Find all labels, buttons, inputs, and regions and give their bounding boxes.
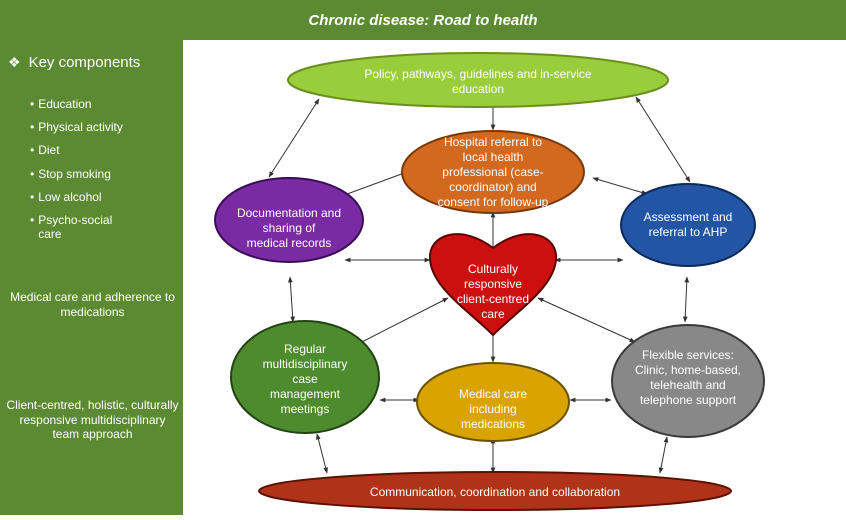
bullet-dot-icon: • [30,143,35,158]
assessment-node: Assessment and referral to AHP [620,183,756,267]
list-item-label: Psycho-social care [38,212,113,241]
flexible-services-ellipse [611,324,765,438]
heart-line-2: responsive [464,277,522,291]
hospital-line-3: professional (case- [442,165,543,179]
regular-meetings-node: Regular multidisciplinary case managemen… [230,320,380,434]
assessment-ellipse [620,183,756,267]
heart-line-3: client-centred [457,292,529,306]
policy-line-2: education [452,82,504,96]
hospital-node: Hospital referral to local health profes… [401,130,585,214]
regular-line-4: management [270,387,341,401]
hospital-line-2: local health [463,150,524,164]
connector-assessment-flexible [682,276,690,323]
hospital-line-1: Hospital referral to [444,135,542,149]
flexible-line-3: telehealth and [650,378,725,392]
connector-heart-flexible [537,297,636,343]
flexible-line-2: Clinic, home-based, [635,363,741,377]
diagram-svg: Policy, pathways, guidelines and in-serv… [214,52,765,511]
key-components-heading: ❖ Key components [8,54,140,71]
list-item: •Stop smoking [30,167,130,190]
regular-line-5: meetings [281,402,330,416]
medical-care-note: Medical care and adherence to medication… [10,290,175,319]
documentation-line-2: sharing of [263,221,316,235]
connector-regular-communication [316,433,328,474]
bullet-dot-icon: • [30,212,35,227]
documentation-line-1: Documentation and [237,206,341,220]
assessment-line-1: Assessment and [644,210,733,224]
medical-line-2: including [469,402,516,416]
heart-node: Culturally responsive client-centred car… [428,233,558,337]
list-item-label: Diet [38,143,60,158]
communication-line-1: Communication, coordination and collabor… [370,485,620,499]
diagram-area: Policy, pathways, guidelines and in-serv… [183,40,846,515]
title-bar: Chronic disease: Road to health [0,0,846,40]
list-item-label: Stop smoking [38,166,111,181]
assessment-line-2: referral to AHP [649,225,728,239]
connector-heart-regular [355,297,449,346]
heart-shape [428,233,558,337]
connector-policy-documentation [268,98,320,178]
policy-ellipse [287,52,669,108]
medical-line-1: Medical care [459,387,527,401]
list-item: •Physical activity [30,120,130,143]
policy-line-1: Policy, pathways, guidelines and in-serv… [364,67,592,81]
team-approach-note: Client-centred, holistic, culturally res… [6,398,179,441]
key-components-label: Key components [28,54,141,71]
diamond-bullet-icon: ❖ [8,54,21,70]
regular-line-1: Regular [284,342,326,356]
list-item: •Education [30,97,130,120]
connector-documentation-hospital [338,171,408,198]
connector-policy-assessment [635,96,691,183]
policy-node: Policy, pathways, guidelines and in-serv… [287,52,669,108]
medical-line-3: medications [461,417,525,431]
bullet-dot-icon: • [30,120,35,135]
hospital-line-4: coordinator) and [449,180,536,194]
medical-care-node: Medical care including medications [416,362,570,442]
bullet-dot-icon: • [30,189,35,204]
regular-line-3: case [292,372,318,386]
list-item: •Low alcohol [30,190,130,213]
key-components-list: •Education •Physical activity •Diet •Sto… [30,97,130,241]
list-item-label: Education [38,97,92,111]
connector-hospital-assessment [592,177,648,195]
medical-care-ellipse [416,362,570,442]
list-item: •Diet [30,143,130,166]
heart-line-4: care [481,307,505,321]
flexible-line-4: telephone support [640,393,737,407]
hospital-ellipse [401,130,585,214]
regular-line-2: multidisciplinary [263,357,348,371]
list-item-label: Low alcohol [38,189,102,204]
documentation-line-3: medical records [247,236,332,250]
documentation-node: Documentation and sharing of medical rec… [214,177,364,263]
communication-node: Communication, coordination and collabor… [258,471,732,511]
list-item-label: Physical activity [38,120,123,135]
heart-line-1: Culturally [468,262,518,276]
documentation-ellipse [214,177,364,263]
flexible-services-node: Flexible services: Clinic, home-based, t… [611,324,765,438]
bullet-dot-icon: • [30,166,35,181]
list-item: •Psycho-social care [30,212,130,241]
connector-flexible-communication [658,436,669,474]
regular-meetings-ellipse [230,320,380,434]
hospital-line-5: consent for follow-up [438,195,549,209]
bullet-dot-icon: • [30,97,35,111]
communication-ellipse [258,471,732,511]
connector-documentation-regular [287,276,296,323]
sidebar: ❖ Key components •Education •Physical ac… [0,40,183,515]
flexible-line-1: Flexible services: [642,348,734,362]
page-title: Chronic disease: Road to health [308,11,538,29]
